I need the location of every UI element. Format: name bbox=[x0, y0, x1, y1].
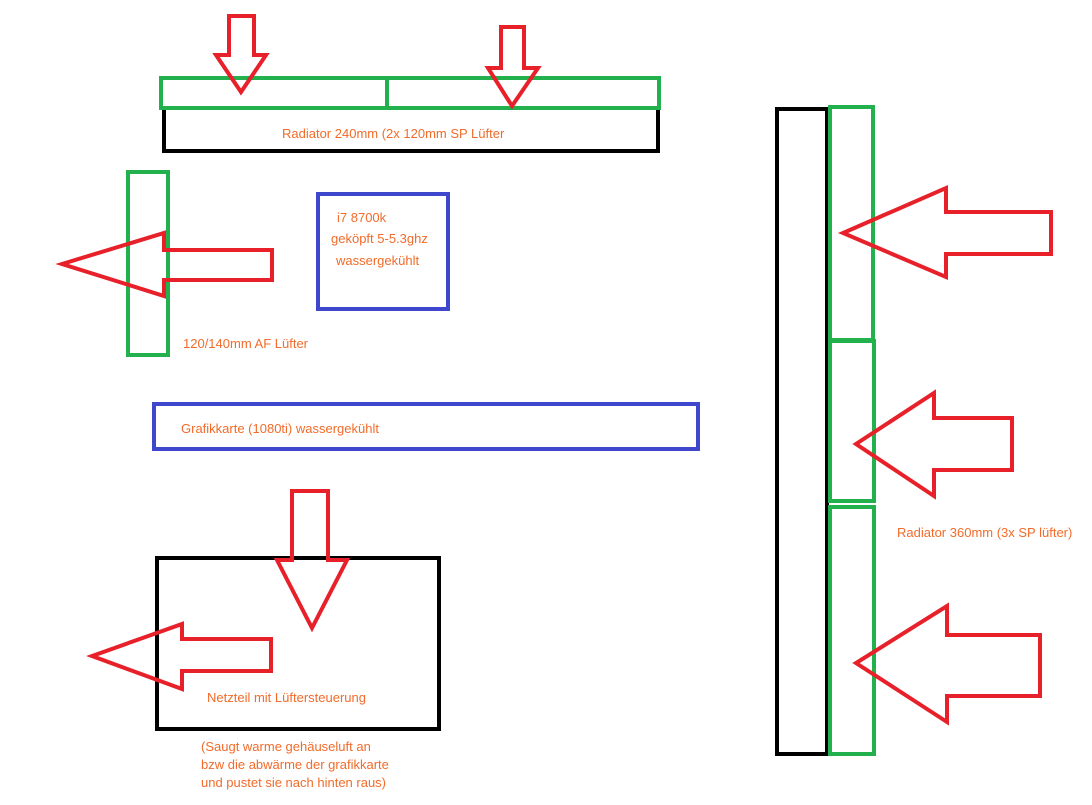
cpu-label-line1: i7 8700k bbox=[337, 210, 387, 225]
top-fan-left bbox=[159, 76, 389, 110]
front-fan-middle bbox=[828, 339, 876, 503]
top-intake-arrow-left bbox=[212, 14, 270, 96]
rear-exhaust-arrow bbox=[55, 230, 274, 299]
rear-fan-label: 120/140mm AF Lüfter bbox=[183, 336, 309, 351]
front-intake-arrow-bottom bbox=[852, 602, 1042, 726]
top-fan-right bbox=[385, 76, 661, 110]
cpu-label-line3: wassergekühlt bbox=[335, 253, 419, 268]
front-intake-arrow-middle bbox=[852, 389, 1014, 500]
psu-note-line3: und pustet sie nach hinten raus) bbox=[201, 775, 386, 790]
psu-intake-arrow bbox=[273, 489, 351, 633]
top-intake-arrow-right bbox=[484, 25, 542, 110]
front-radiator-label: Radiator 360mm (3x SP lüfter) bbox=[897, 525, 1072, 540]
rear-fan bbox=[126, 170, 170, 357]
psu-exhaust-arrow bbox=[86, 621, 273, 692]
cpu-label-line2: geköpft 5-5.3ghz bbox=[331, 231, 428, 246]
psu-note-line2: bzw die abwärme der grafikkarte bbox=[201, 757, 389, 772]
front-radiator-body bbox=[775, 107, 829, 756]
top-radiator-label: Radiator 240mm (2x 120mm SP Lüfter bbox=[282, 126, 505, 141]
psu-box bbox=[155, 556, 441, 731]
gpu-box bbox=[152, 402, 700, 451]
psu-note-line1: (Saugt warme gehäuseluft an bbox=[201, 739, 371, 754]
gpu-label: Grafikkarte (1080ti) wassergekühlt bbox=[181, 421, 379, 436]
cpu-box bbox=[316, 192, 450, 311]
front-fan-bottom bbox=[828, 505, 876, 756]
psu-label: Netzteil mit Lüftersteuerung bbox=[207, 690, 366, 705]
front-intake-arrow-top bbox=[837, 184, 1053, 281]
